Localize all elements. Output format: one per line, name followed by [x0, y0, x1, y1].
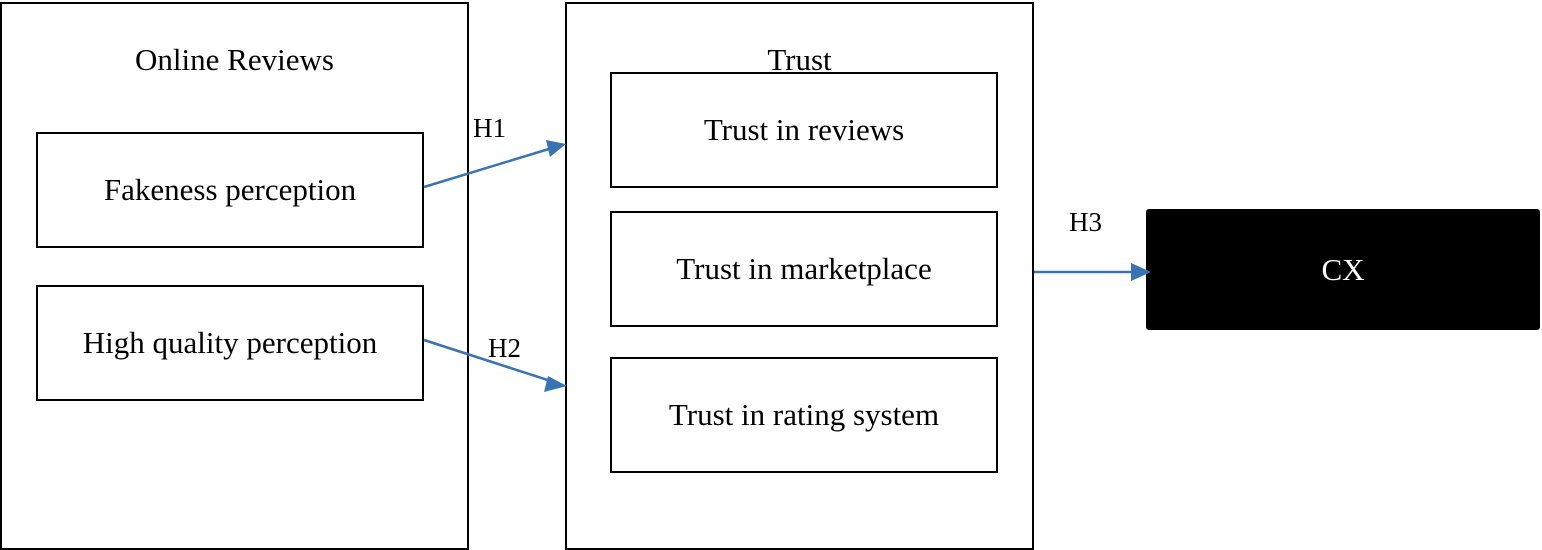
trust-in-reviews-label: Trust in reviews	[703, 112, 905, 147]
online-reviews-title: Online Reviews	[135, 42, 334, 77]
trust-in-marketplace-label: Trust in marketplace	[676, 251, 932, 286]
h3-arrowhead	[1131, 263, 1151, 281]
h2-arrow	[423, 338, 561, 386]
online-reviews-group: Online Reviews	[0, 2, 469, 550]
trust-in-marketplace-node: Trust in marketplace	[610, 211, 998, 327]
fakeness-perception-label: Fakeness perception	[103, 172, 357, 207]
high-quality-perception-label: High quality perception	[82, 325, 378, 360]
cx-node: CX	[1146, 209, 1540, 330]
h1-arrow	[423, 143, 563, 189]
trust-in-rating-system-node: Trust in rating system	[610, 357, 998, 473]
h2-label: H2	[488, 333, 521, 363]
fakeness-perception-node: Fakeness perception	[36, 132, 424, 248]
high-quality-perception-node: High quality perception	[36, 285, 424, 401]
h2-arrowhead	[544, 376, 567, 392]
trust-in-rating-system-label: Trust in rating system	[668, 397, 940, 432]
trust-title: Trust	[767, 42, 832, 77]
h1-arrowhead	[546, 140, 566, 157]
h3-label: H3	[1069, 207, 1102, 237]
h1-label: H1	[473, 113, 506, 143]
trust-in-reviews-node: Trust in reviews	[610, 72, 998, 188]
cx-label: CX	[1321, 251, 1365, 287]
